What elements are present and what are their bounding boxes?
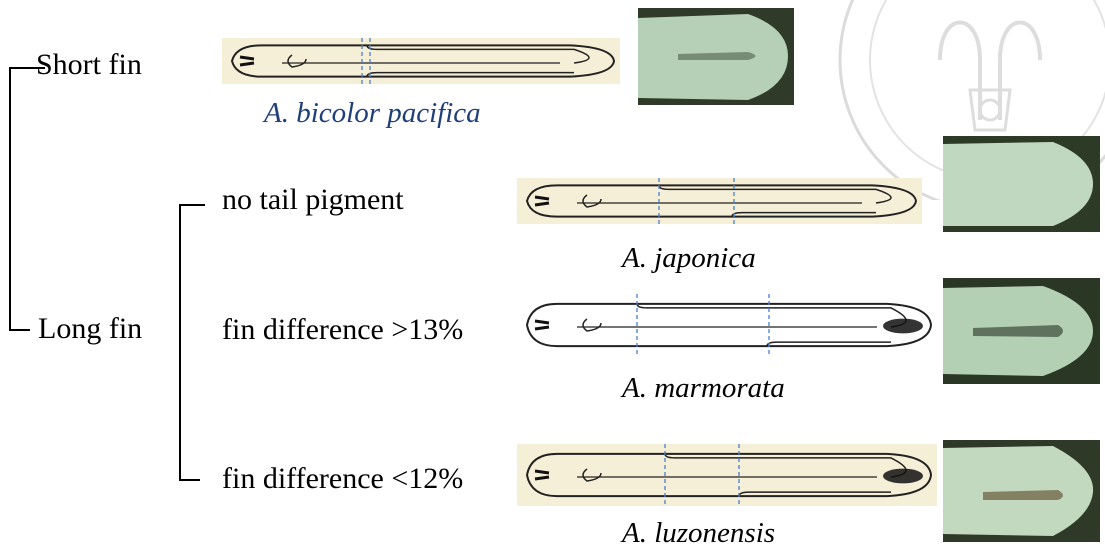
long-fin-label: Long fin [38, 312, 142, 346]
eel-drawing-japonica [517, 178, 922, 224]
criterion-no-tail-pigment: no tail pigment [222, 183, 404, 217]
tail-photo-luzonensis [943, 440, 1100, 542]
eel-drawing-luzonensis [517, 444, 937, 506]
tail-photo-bicolor-pacifica [638, 8, 794, 105]
species-marmorata: A. marmorata [622, 372, 785, 405]
tail-photo-marmorata [943, 278, 1100, 384]
species-bicolor-pacifica: A. bicolor pacifica [264, 97, 481, 130]
species-japonica: A. japonica [622, 242, 756, 275]
eel-drawing-bicolor-pacifica [222, 38, 620, 84]
short-fin-label: Short fin [36, 48, 142, 82]
criterion-fin-difference-lt: fin difference <12% [222, 462, 463, 496]
tail-photo-japonica [943, 136, 1100, 232]
eel-drawing-marmorata [517, 294, 937, 356]
criterion-fin-difference-gt: fin difference >13% [222, 313, 463, 347]
species-luzonensis: A. luzonensis [622, 517, 775, 550]
